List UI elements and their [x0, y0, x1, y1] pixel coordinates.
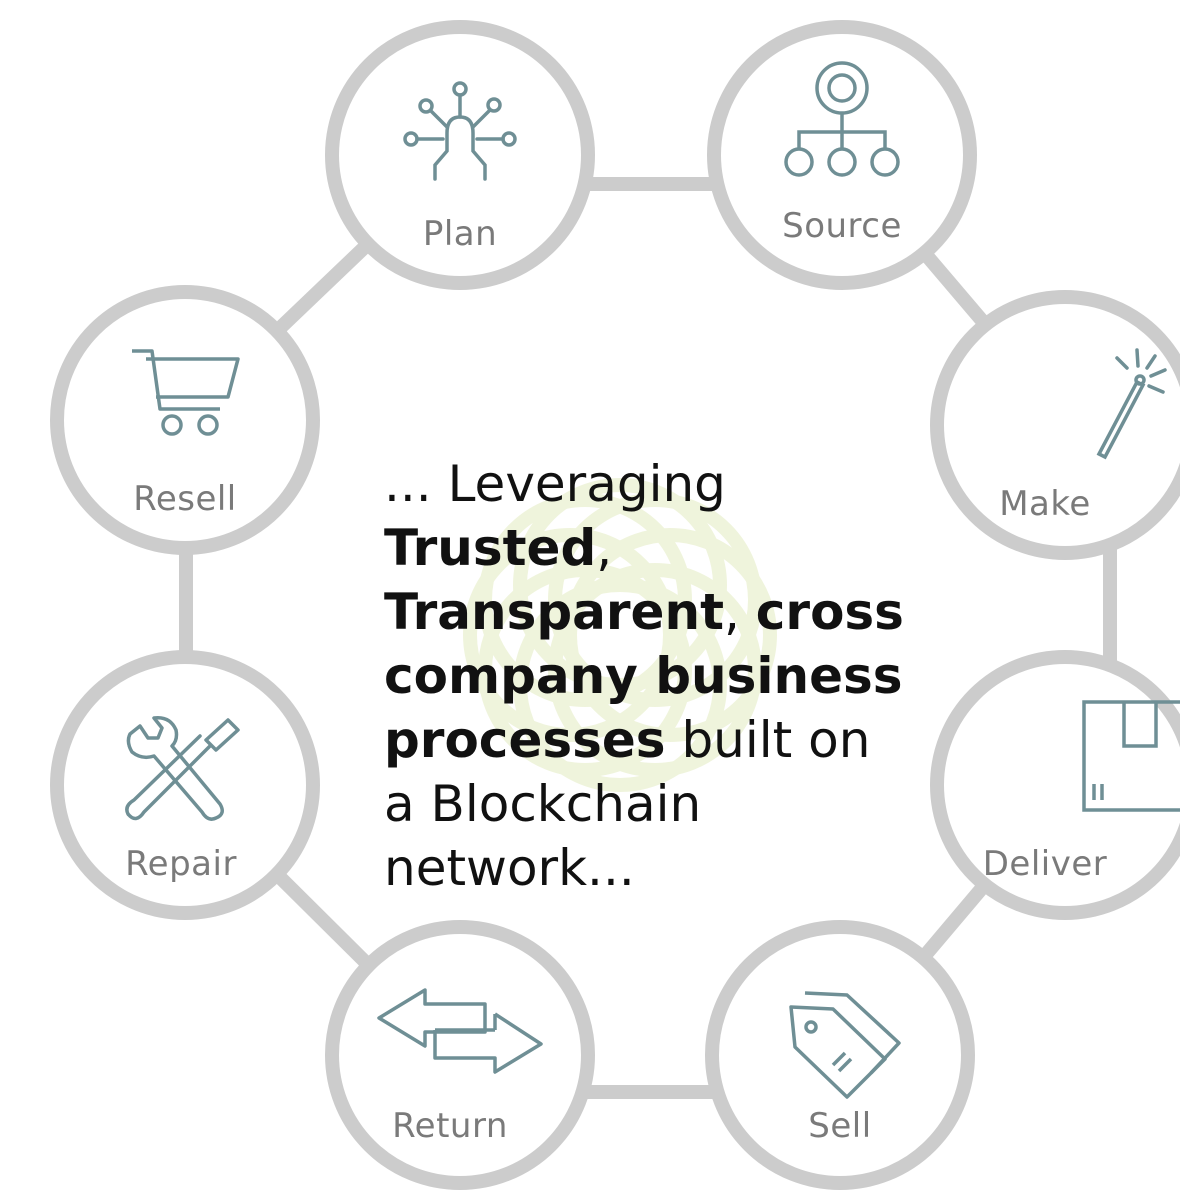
center-trusted: Trusted — [384, 519, 597, 577]
node-label-sell: Sell — [808, 1106, 872, 1146]
hierarchy-icon — [777, 61, 907, 182]
center-tail: built on a Blockchain network... — [384, 711, 871, 897]
wrench-screwdriver-icon — [120, 714, 250, 834]
box-icon — [1074, 700, 1180, 820]
node-deliver: Deliver — [930, 650, 1180, 920]
mind-network-icon — [395, 69, 525, 189]
node-return: Return — [325, 920, 595, 1190]
node-make: Make — [930, 290, 1180, 560]
center-comma-2: , — [723, 583, 756, 641]
node-label-make: Make — [999, 484, 1091, 524]
exchange-arrows-icon — [375, 986, 545, 1076]
node-resell: Resell — [50, 285, 320, 555]
price-tags-icon — [775, 979, 905, 1099]
node-label-return: Return — [392, 1106, 508, 1146]
center-bold-tail: cross company business processes — [384, 583, 904, 769]
node-source: Source — [707, 20, 977, 290]
node-repair: Repair — [50, 650, 320, 920]
node-label-source: Source — [782, 206, 902, 246]
node-label-repair: Repair — [125, 844, 237, 884]
magic-wand-icon — [1089, 344, 1180, 464]
center-transparent: Transparent — [384, 583, 724, 641]
center-intro: ... Leveraging — [384, 455, 726, 513]
shopping-cart-icon — [120, 349, 250, 469]
node-plan: Plan — [325, 20, 595, 290]
node-label-plan: Plan — [422, 214, 498, 254]
node-label-deliver: Deliver — [982, 844, 1108, 884]
node-label-resell: Resell — [133, 479, 237, 519]
node-sell: Sell — [705, 920, 975, 1190]
rosette-watermark-icon — [463, 478, 777, 792]
center-comma-1: , — [596, 519, 613, 577]
